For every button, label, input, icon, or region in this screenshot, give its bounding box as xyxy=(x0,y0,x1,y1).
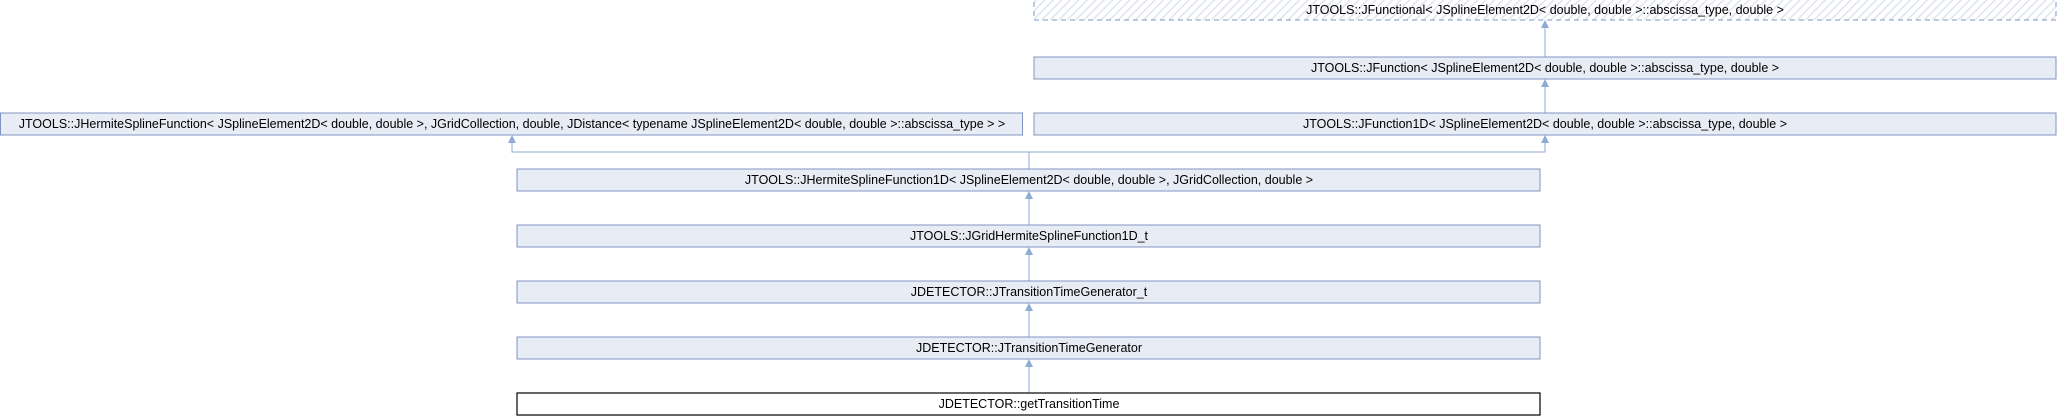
node-label: JTOOLS::JHermiteSplineFunction< JSplineE… xyxy=(19,117,1005,131)
node-jfunctional[interactable]: JTOOLS::JFunctional< JSplineElement2D< d… xyxy=(1033,0,2057,21)
node-jhermite-spline-function-1d[interactable]: JTOOLS::JHermiteSplineFunction1D< JSplin… xyxy=(516,168,1541,192)
arrowhead xyxy=(1025,303,1033,311)
arrowhead xyxy=(1541,135,1549,143)
node-label: JTOOLS::JFunction1D< JSplineElement2D< d… xyxy=(1303,117,1787,131)
node-jfunction1d[interactable]: JTOOLS::JFunction1D< JSplineElement2D< d… xyxy=(1033,112,2057,136)
node-label: JTOOLS::JGridHermiteSplineFunction1D_t xyxy=(910,229,1149,243)
node-label: JTOOLS::JFunctional< JSplineElement2D< d… xyxy=(1306,3,1784,17)
arrowhead xyxy=(1025,191,1033,199)
node-label: JDETECTOR::JTransitionTimeGenerator xyxy=(916,341,1142,355)
node-label: JDETECTOR::JTransitionTimeGenerator_t xyxy=(911,285,1148,299)
node-jfunction[interactable]: JTOOLS::JFunction< JSplineElement2D< dou… xyxy=(1033,56,2057,80)
node-jtransition-time-generator[interactable]: JDETECTOR::JTransitionTimeGenerator xyxy=(516,336,1541,360)
node-jtransition-time-generator-t[interactable]: JDETECTOR::JTransitionTimeGenerator_t xyxy=(516,280,1541,304)
edge-jhermite1d-jfunction1d xyxy=(1028,142,1546,169)
node-label: JTOOLS::JFunction< JSplineElement2D< dou… xyxy=(1311,61,1779,75)
node-jhermite-spline-function[interactable]: JTOOLS::JHermiteSplineFunction< JSplineE… xyxy=(0,112,1023,136)
arrowhead xyxy=(1541,79,1549,87)
node-label: JTOOLS::JHermiteSplineFunction1D< JSplin… xyxy=(745,173,1313,187)
node-label: JDETECTOR::getTransitionTime xyxy=(939,397,1120,411)
arrowhead xyxy=(1025,247,1033,255)
edges xyxy=(508,20,1549,393)
arrowhead xyxy=(508,135,516,143)
edge-jhermite1d-jhermite xyxy=(511,142,1029,153)
node-jgrid-hermite-spline-function-1d-t[interactable]: JTOOLS::JGridHermiteSplineFunction1D_t xyxy=(516,224,1541,248)
node-get-transition-time: JDETECTOR::getTransitionTime xyxy=(516,392,1541,416)
arrowhead xyxy=(1541,20,1549,28)
arrowhead xyxy=(1025,359,1033,367)
